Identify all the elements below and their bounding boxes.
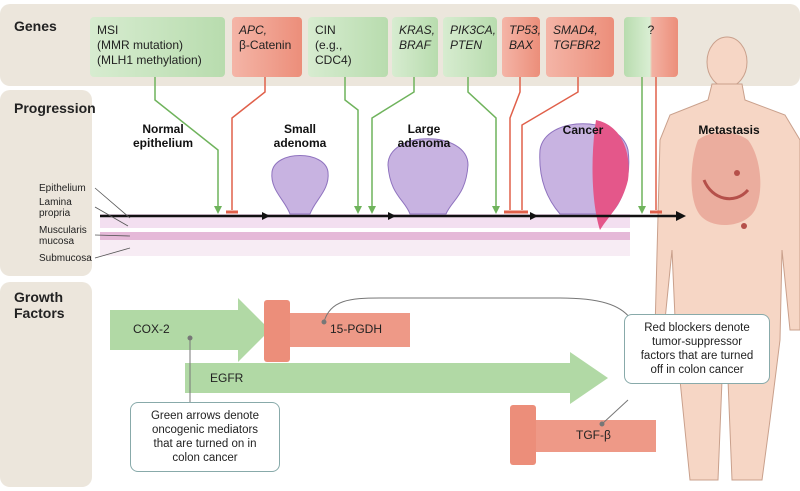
stage-normal: Normal epithelium (120, 122, 206, 150)
layer-lamina-line2: propria (39, 208, 71, 219)
gene-msi-line3: (MLH1 methylation) (97, 53, 202, 67)
gene-msi-line2: (MMR mutation) (97, 38, 184, 52)
stage-cancer: Cancer (562, 123, 604, 137)
egfr-arrow (185, 352, 608, 404)
stage-normal-line2: epithelium (132, 136, 193, 150)
gene-box-cin: CIN (e.g., CDC4) (308, 17, 388, 77)
stage-metastasis: Metastasis (698, 123, 760, 137)
growth-factors-band (0, 282, 92, 487)
layer-muscularis-line2: mucosa (39, 236, 75, 247)
gene-apc-line2: β-Catenin (239, 38, 292, 52)
green-note-line1: Green arrows denote (150, 410, 260, 422)
layer-leaders (94, 187, 131, 259)
gene-kras-line2: BRAF (399, 38, 432, 52)
growth-factors-title-line1: Growth (14, 289, 63, 305)
gene-box-tp53: TP53, BAX (502, 17, 542, 77)
label-tgf-beta: TGF-β (576, 428, 611, 442)
tgfb-blocker (510, 405, 656, 465)
note-leaders (187, 297, 631, 427)
gene-tp53-line1: TP53, (509, 23, 542, 37)
label-cox2: COX-2 (133, 322, 170, 336)
green-note-line3: that are turned on in (153, 438, 257, 450)
green-note-line4: colon cancer (172, 452, 238, 464)
green-arrows-note: Green arrows denote oncogenic mediators … (130, 402, 280, 472)
gene-box-apc: APC, β-Catenin (232, 17, 302, 77)
red-note-line1: Red blockers denote (644, 322, 750, 334)
cox2-arrow (110, 298, 270, 362)
growth-factors-title: Growth Factors (14, 289, 65, 321)
gene-cin-line1: CIN (315, 23, 336, 37)
layer-lamina-line1: Lamina (39, 197, 72, 208)
red-note-line3: factors that are turned (640, 350, 754, 362)
layer-epithelium: Epithelium (39, 183, 86, 194)
gene-smad4-line1: SMAD4, (553, 23, 598, 37)
red-blockers-note: Red blockers denote tumor-suppressor fac… (624, 314, 770, 384)
gene-msi-line1: MSI (97, 23, 119, 37)
label-15-pgdh: 15-PGDH (330, 322, 383, 336)
stage-large-line1: Large (407, 122, 441, 136)
progression-timeline (100, 211, 686, 221)
gene-tp53-line2: BAX (509, 38, 534, 52)
body-silhouette (654, 36, 800, 481)
stage-large-adenoma: Large adenoma (384, 122, 464, 150)
layer-lamina-propria: Lamina propria (39, 197, 72, 219)
gene-apc-line1: APC, (239, 23, 268, 37)
stage-large-line2: adenoma (397, 136, 451, 150)
gene-box-smad4: SMAD4, TGFBR2 (546, 17, 614, 77)
genes-title: Genes (14, 18, 57, 34)
gene-box-unknown: ? (624, 17, 678, 77)
label-egfr: EGFR (210, 371, 244, 385)
layer-submucosa: Submucosa (39, 253, 92, 264)
gene-pik3ca-line1: PIK3CA, (450, 23, 497, 37)
growth-factors-title-line2: Factors (14, 305, 65, 321)
stage-small-line1: Small (283, 122, 316, 136)
layer-muscularis-line1: Muscularis (39, 225, 87, 236)
gene-box-msi: MSI (MMR mutation) (MLH1 methylation) (90, 17, 225, 77)
stage-small-line2: adenoma (273, 136, 327, 150)
gene-cin-line2: (e.g., CDC4) (315, 38, 352, 67)
progression-band (0, 90, 92, 276)
gene-kras-line1: KRAS, (399, 23, 436, 37)
gene-connectors (154, 77, 662, 214)
stage-small-adenoma: Small adenoma (260, 122, 340, 150)
layer-muscularis-mucosa: Muscularis mucosa (39, 225, 87, 247)
progression-title: Progression (14, 100, 96, 116)
red-note-line2: tumor-suppressor (651, 336, 743, 348)
colon-tissue (100, 120, 630, 256)
green-note-line2: oncogenic mediators (151, 424, 259, 436)
gene-smad4-line2: TGFBR2 (553, 38, 601, 52)
red-note-line4: off in colon cancer (650, 364, 744, 376)
gene-box-pik3ca: PIK3CA, PTEN (443, 17, 497, 77)
gene-unknown-label: ? (647, 23, 655, 37)
pgdh-blocker (264, 300, 410, 362)
stage-normal-line1: Normal (142, 122, 184, 136)
gene-box-kras: KRAS, BRAF (392, 17, 438, 77)
gene-pik3ca-line2: PTEN (450, 38, 483, 52)
